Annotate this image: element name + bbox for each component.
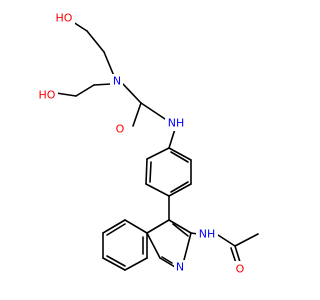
atom-layer: HO HO N O NH NH <box>36 11 246 276</box>
atom-amide-nh-bottom: NH <box>196 227 218 242</box>
molecule-canvas: HO HO N O NH NH <box>36 11 259 276</box>
bond-phenyl-2 <box>145 158 148 185</box>
bond-ho-ch2-left <box>55 92 77 97</box>
atom-label-ho-left: HO <box>39 89 56 102</box>
bond-c4a-c5 <box>124 219 148 234</box>
structure-diagram: HO HO N O NH NH <box>36 11 259 276</box>
bond-benzo-inner-2 <box>106 255 126 267</box>
bond-c5-c6 <box>102 219 126 234</box>
bond-phenyl-4 <box>168 183 192 197</box>
bond-c4-c4a <box>146 219 170 234</box>
bond-n2-c1-inner <box>161 256 173 264</box>
atom-amide-nh-top: NH <box>165 116 187 131</box>
atom-label-amide-nh-top: NH <box>168 117 185 130</box>
bond-nh-acetyl <box>217 234 236 247</box>
bond-phenyl-inner-1 <box>149 161 152 183</box>
atom-ho-left: HO <box>36 88 58 103</box>
atom-label-amine-n: N <box>113 75 121 88</box>
bond-ch2-n-top <box>103 51 115 77</box>
atom-label-amide-nh-bottom: NH <box>199 228 216 241</box>
bond-acetyl-methyl <box>234 233 259 247</box>
atom-label-carbonyl-o-top: O <box>116 123 125 136</box>
atom-ring-n: N <box>174 260 187 275</box>
bond-ch2-carbonyl <box>132 102 142 127</box>
bond-n-ch2-linker <box>122 83 142 104</box>
atom-carbonyl-o-top: O <box>114 122 127 137</box>
atom-ho-top: HO <box>53 11 75 26</box>
bond-layer <box>55 19 259 271</box>
bond-phenyl-3 <box>145 183 170 197</box>
bond-acetyl-o-1 <box>234 245 241 263</box>
bond-c1-c8a <box>146 232 161 259</box>
bond-phenyl-inner-3 <box>170 151 189 163</box>
bond-phenyl-6 <box>168 147 192 161</box>
bond-n2-c1 <box>159 257 176 268</box>
bond-phenyl-inner-2 <box>170 181 189 193</box>
atom-amine-n: N <box>110 74 123 89</box>
bond-ch2-ch2-left <box>75 84 95 97</box>
bond-c4-c3-inner <box>172 223 189 237</box>
bond-c7-c8 <box>102 257 126 271</box>
atom-label-carbonyl-o-bottom: O <box>236 263 245 276</box>
bond-benzo-inner-1 <box>106 223 126 236</box>
bond-c3-n2 <box>183 232 192 261</box>
atom-carbonyl-o-bottom: O <box>233 261 246 276</box>
bond-acetyl-o-2 <box>230 247 237 264</box>
atom-label-ring-n: N <box>176 261 184 274</box>
atom-label-ho-top: HO <box>56 12 73 25</box>
bond-carbonyl-nh <box>140 102 169 122</box>
bond-c4-c3 <box>168 219 192 234</box>
bond-phenyl-1 <box>146 147 170 160</box>
bond-ch2-n-left <box>93 83 112 86</box>
bond-c8-c8a <box>124 257 148 271</box>
bond-nh-phenyl <box>168 128 176 149</box>
bond-ch2-ch2-top <box>86 30 105 53</box>
